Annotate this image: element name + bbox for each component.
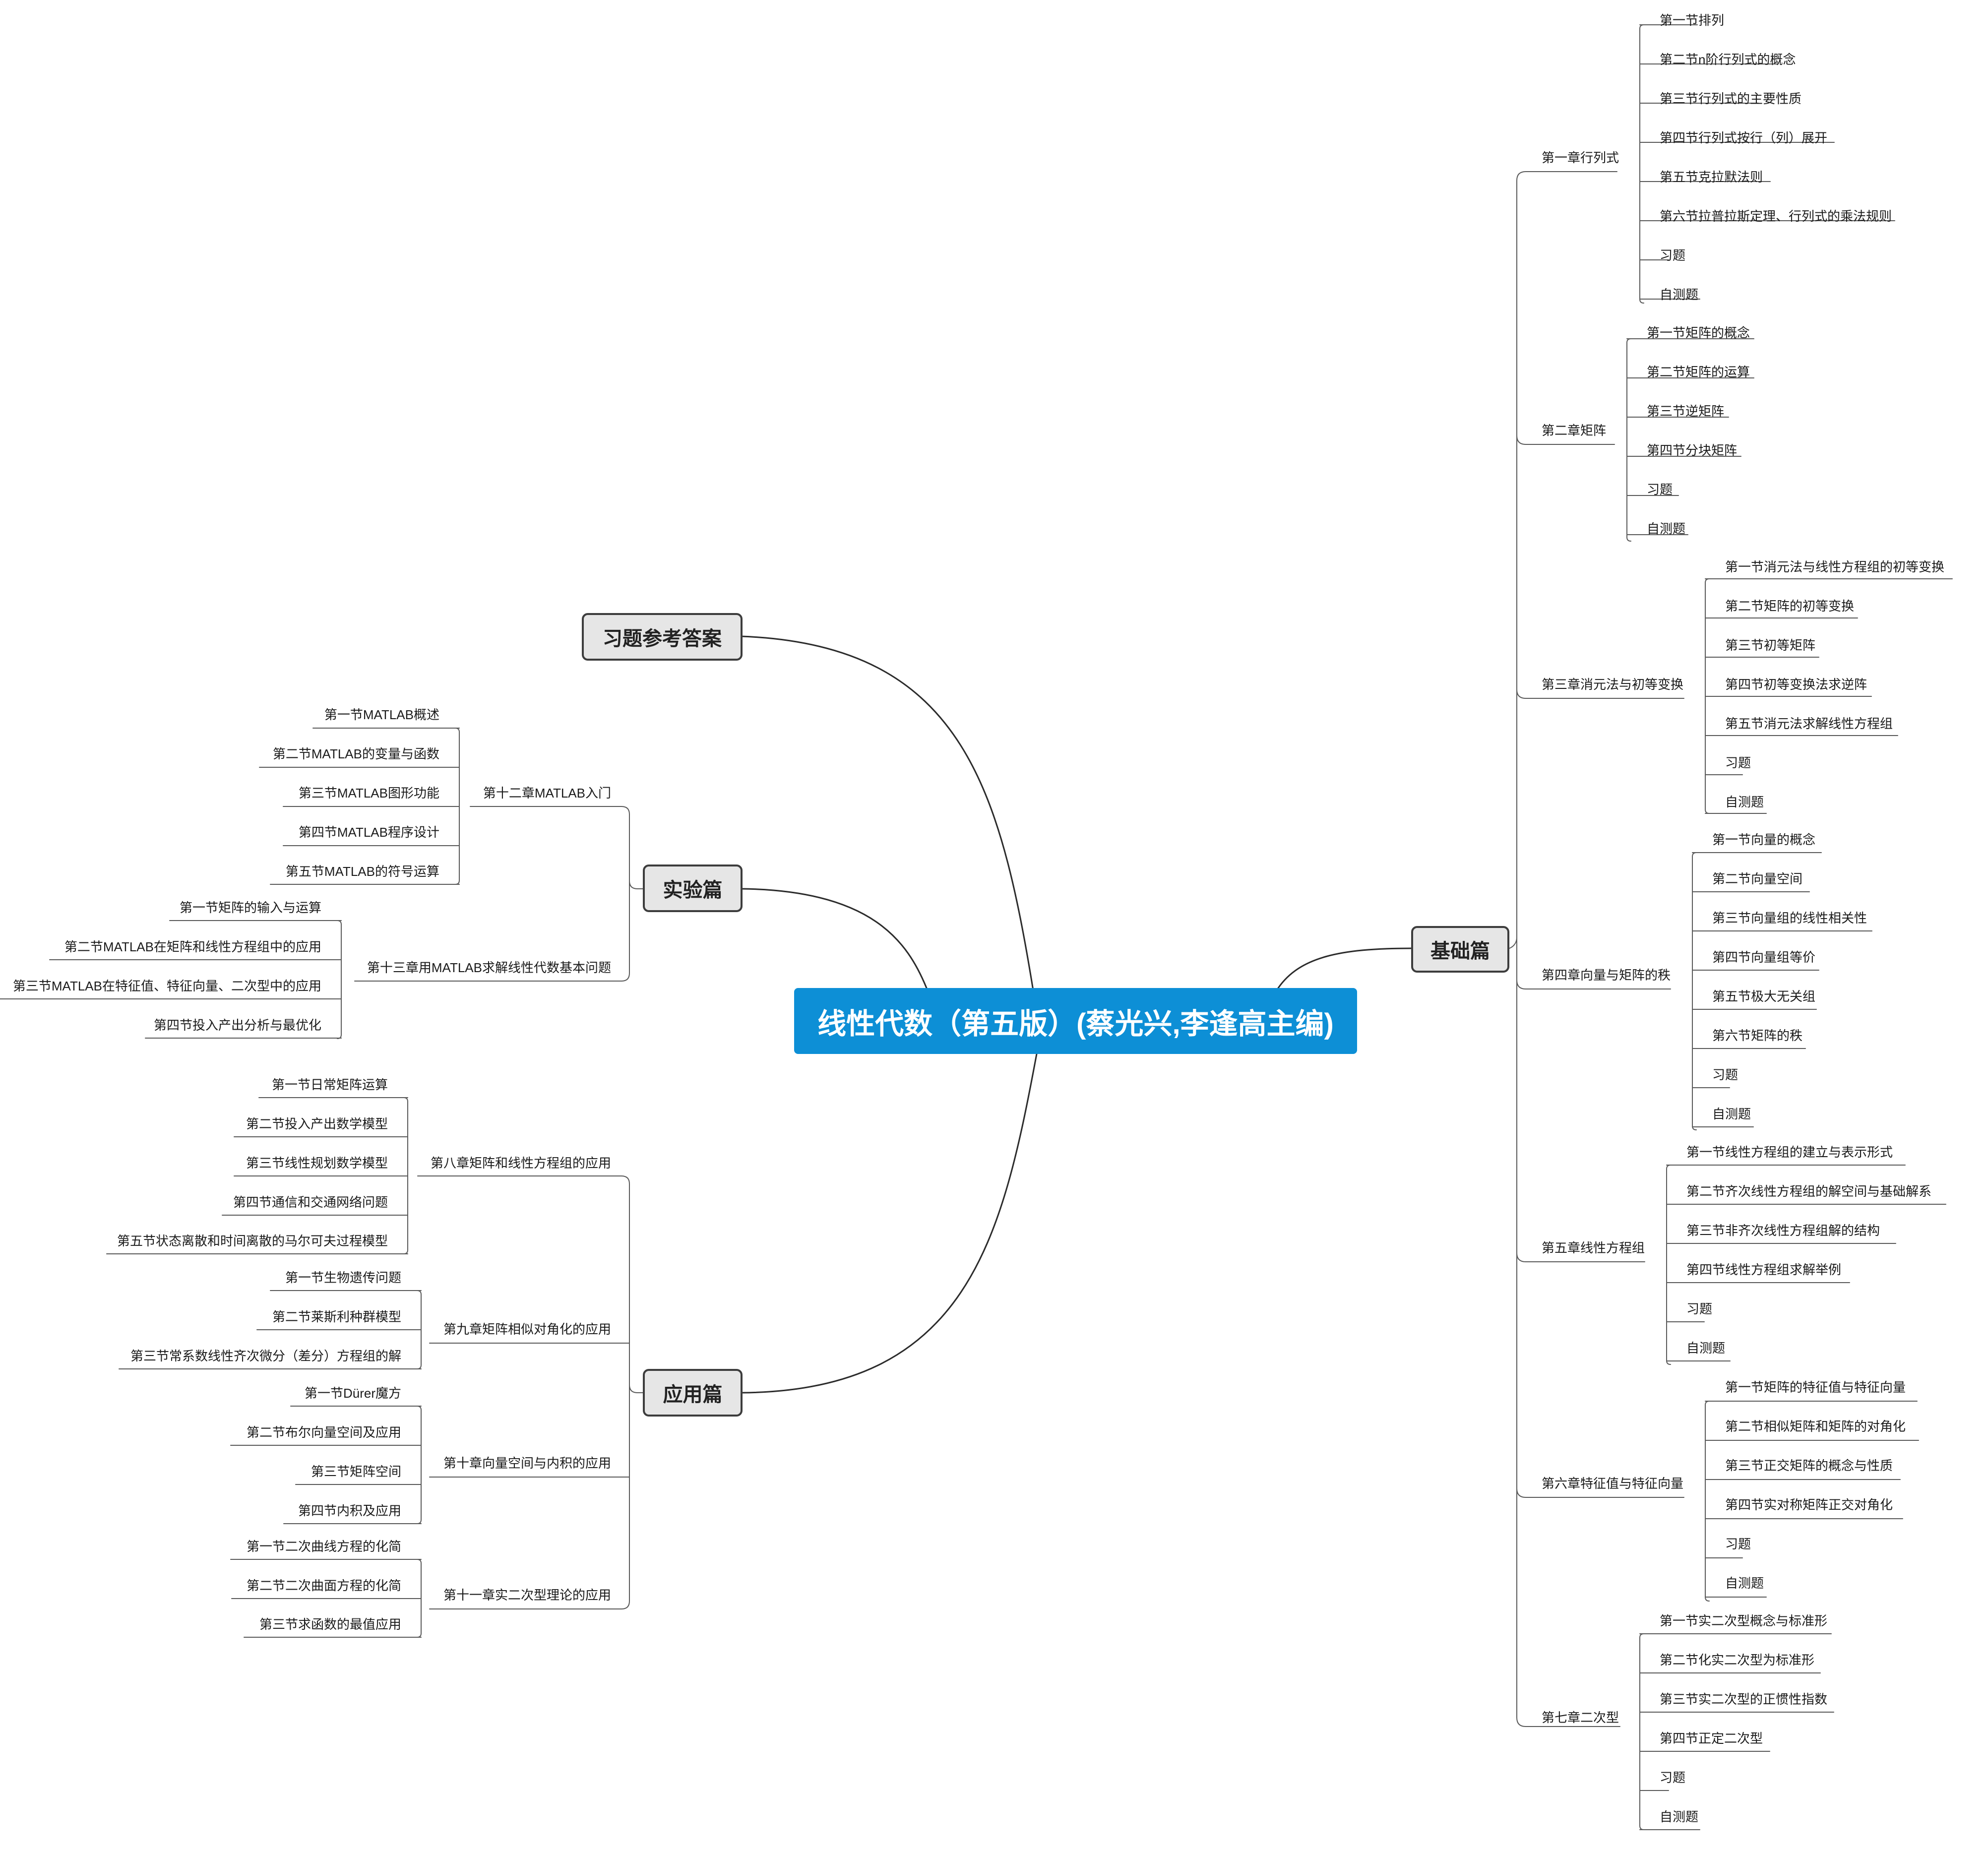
- section-2-6[interactable]: 自测题: [1647, 521, 1686, 536]
- section-8-1[interactable]: 第一节日常矩阵运算: [271, 1077, 388, 1092]
- branch-jichu[interactable]: 基础篇: [1411, 926, 1509, 973]
- section-7-2[interactable]: 第二节化实二次型为标准形: [1660, 1653, 1815, 1667]
- section-7-4[interactable]: 第四节正定二次型: [1660, 1731, 1763, 1746]
- branch-shiyan[interactable]: 实验篇: [643, 864, 743, 912]
- section-1-4[interactable]: 第四节行列式按行（列）展开: [1660, 130, 1828, 145]
- chapter-12[interactable]: 第十二章MATLAB入门: [483, 786, 611, 801]
- chapter-1[interactable]: 第一章行列式: [1542, 150, 1619, 165]
- section-12-1[interactable]: 第一节MATLAB概述: [324, 707, 439, 722]
- section-7-5[interactable]: 习题: [1660, 1770, 1686, 1785]
- chapter-2[interactable]: 第二章矩阵: [1542, 423, 1607, 438]
- section-5-2[interactable]: 第二节齐次线性方程组的解空间与基础解系: [1686, 1184, 1932, 1199]
- section-10-3[interactable]: 第三节矩阵空间: [311, 1464, 401, 1479]
- chapter-8[interactable]: 第八章矩阵和线性方程组的应用: [430, 1156, 611, 1171]
- section-6-4[interactable]: 第四节实对称矩阵正交对角化: [1725, 1497, 1893, 1512]
- section-8-3[interactable]: 第三节线性规划数学模型: [246, 1156, 388, 1171]
- chapter-4[interactable]: 第四章向量与矩阵的秩: [1542, 968, 1671, 983]
- section-3-2[interactable]: 第二节矩阵的初等变换: [1725, 599, 1855, 614]
- section-4-5[interactable]: 第五节极大无关组: [1712, 989, 1816, 1004]
- section-5-3[interactable]: 第三节非齐次线性方程组解的结构: [1686, 1223, 1880, 1238]
- section-6-2[interactable]: 第二节相似矩阵和矩阵的对角化: [1725, 1419, 1906, 1434]
- section-3-7[interactable]: 自测题: [1725, 795, 1764, 809]
- section-1-3[interactable]: 第三节行列式的主要性质: [1660, 91, 1802, 106]
- section-2-2[interactable]: 第二节矩阵的运算: [1647, 365, 1750, 379]
- section-11-1[interactable]: 第一节二次曲线方程的化简: [246, 1539, 401, 1554]
- section-12-5[interactable]: 第五节MATLAB的符号运算: [285, 864, 439, 879]
- section-1-6[interactable]: 第六节拉普拉斯定理、行列式的乘法规则: [1660, 209, 1892, 224]
- section-6-6[interactable]: 自测题: [1725, 1576, 1764, 1591]
- section-2-3[interactable]: 第三节逆矩阵: [1647, 404, 1725, 419]
- section-13-3[interactable]: 第三节MATLAB在特征值、特征向量、二次型中的应用: [12, 979, 321, 993]
- section-7-6[interactable]: 自测题: [1660, 1809, 1699, 1824]
- section-4-4[interactable]: 第四节向量组等价: [1712, 950, 1816, 965]
- section-1-1[interactable]: 第一节排列: [1660, 13, 1725, 28]
- section-3-4[interactable]: 第四节初等变换法求逆阵: [1725, 677, 1867, 692]
- section-3-1[interactable]: 第一节消元法与线性方程组的初等变换: [1725, 559, 1945, 574]
- section-12-3[interactable]: 第三节MATLAB图形功能: [298, 786, 439, 801]
- branch-answers[interactable]: 习题参考答案: [582, 613, 743, 661]
- chapter-10[interactable]: 第十章向量空间与内积的应用: [443, 1456, 611, 1471]
- section-6-1[interactable]: 第一节矩阵的特征值与特征向量: [1725, 1380, 1906, 1395]
- section-9-3[interactable]: 第三节常系数线性齐次微分（差分）方程组的解: [130, 1349, 401, 1363]
- section-1-2[interactable]: 第二节n阶行列式的概念: [1660, 52, 1796, 67]
- section-9-1[interactable]: 第一节生物遗传问题: [285, 1270, 401, 1285]
- chapter-6[interactable]: 第六章特征值与特征向量: [1542, 1476, 1684, 1491]
- branch-yingyong[interactable]: 应用篇: [643, 1369, 743, 1417]
- section-10-2[interactable]: 第二节布尔向量空间及应用: [246, 1425, 401, 1440]
- section-11-2[interactable]: 第二节二次曲面方程的化简: [246, 1578, 401, 1593]
- chapter-11[interactable]: 第十一章实二次型理论的应用: [443, 1588, 611, 1603]
- chapter-3[interactable]: 第三章消元法与初等变换: [1542, 677, 1684, 692]
- section-11-3[interactable]: 第三节求函数的最值应用: [259, 1617, 401, 1632]
- section-2-4[interactable]: 第四节分块矩阵: [1647, 443, 1738, 458]
- chapter-5[interactable]: 第五章线性方程组: [1542, 1240, 1645, 1255]
- section-6-3[interactable]: 第三节正交矩阵的概念与性质: [1725, 1458, 1893, 1473]
- section-1-7[interactable]: 习题: [1660, 248, 1686, 263]
- section-1-8[interactable]: 自测题: [1660, 287, 1699, 302]
- central-topic[interactable]: 线性代数（第五版）(蔡光兴,李逢高主编): [794, 988, 1357, 1054]
- section-3-5[interactable]: 第五节消元法求解线性方程组: [1725, 716, 1893, 731]
- section-10-1[interactable]: 第一节Dürer魔方: [304, 1386, 401, 1401]
- section-4-8[interactable]: 自测题: [1712, 1107, 1751, 1121]
- section-7-1[interactable]: 第一节实二次型概念与标准形: [1660, 1613, 1828, 1628]
- section-6-5[interactable]: 习题: [1725, 1537, 1751, 1551]
- section-12-2[interactable]: 第二节MATLAB的变量与函数: [272, 746, 439, 761]
- section-2-1[interactable]: 第一节矩阵的概念: [1647, 325, 1750, 340]
- section-13-2[interactable]: 第二节MATLAB在矩阵和线性方程组中的应用: [64, 939, 321, 954]
- section-7-3[interactable]: 第三节实二次型的正惯性指数: [1660, 1692, 1828, 1707]
- section-4-3[interactable]: 第三节向量组的线性相关性: [1712, 911, 1867, 926]
- chapter-9[interactable]: 第九章矩阵相似对角化的应用: [443, 1322, 611, 1337]
- section-4-6[interactable]: 第六节矩阵的秩: [1712, 1028, 1803, 1043]
- section-5-4[interactable]: 第四节线性方程组求解举例: [1686, 1262, 1842, 1277]
- section-13-4[interactable]: 第四节投入产出分析与最优化: [153, 1018, 321, 1033]
- section-5-5[interactable]: 习题: [1686, 1301, 1713, 1316]
- section-12-4[interactable]: 第四节MATLAB程序设计: [298, 825, 439, 840]
- chapter-13[interactable]: 第十三章用MATLAB求解线性代数基本问题: [367, 960, 611, 975]
- section-3-6[interactable]: 习题: [1725, 755, 1751, 770]
- section-8-4[interactable]: 第四节通信和交通网络问题: [233, 1195, 388, 1210]
- section-10-4[interactable]: 第四节内积及应用: [298, 1503, 401, 1518]
- section-4-1[interactable]: 第一节向量的概念: [1712, 832, 1816, 847]
- section-13-1[interactable]: 第一节矩阵的输入与运算: [179, 900, 321, 915]
- section-8-2[interactable]: 第二节投入产出数学模型: [246, 1116, 388, 1131]
- section-5-1[interactable]: 第一节线性方程组的建立与表示形式: [1686, 1145, 1893, 1160]
- section-4-7[interactable]: 习题: [1712, 1067, 1739, 1082]
- section-4-2[interactable]: 第二节向量空间: [1712, 871, 1803, 886]
- section-5-6[interactable]: 自测题: [1686, 1341, 1726, 1356]
- section-3-3[interactable]: 第三节初等矩阵: [1725, 638, 1816, 653]
- section-1-5[interactable]: 第五节克拉默法则: [1660, 170, 1763, 185]
- section-8-5[interactable]: 第五节状态离散和时间离散的马尔可夫过程模型: [117, 1234, 388, 1248]
- section-2-5[interactable]: 习题: [1647, 482, 1673, 497]
- section-9-2[interactable]: 第二节莱斯利种群模型: [272, 1309, 401, 1324]
- chapter-7[interactable]: 第七章二次型: [1542, 1710, 1619, 1725]
